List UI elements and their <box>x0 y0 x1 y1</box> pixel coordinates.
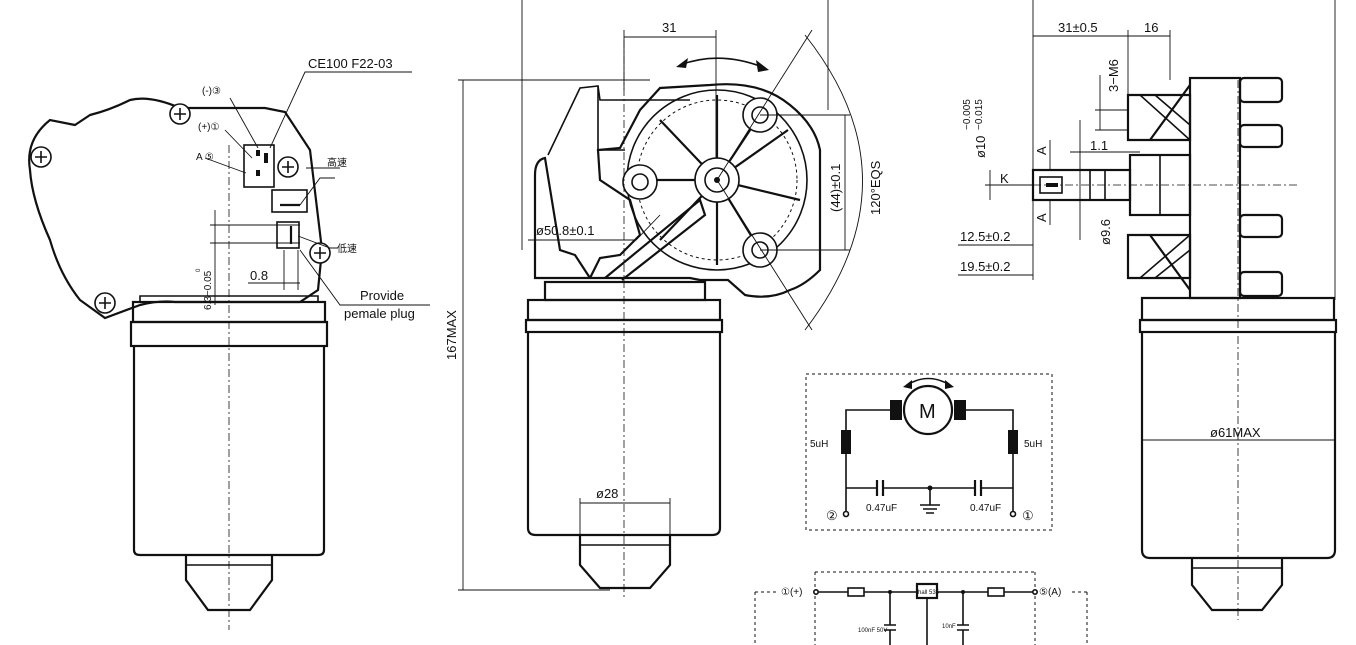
plug-label-line1: Provide <box>360 288 404 303</box>
label-a-top: A <box>1034 146 1049 155</box>
hall-cap2-label: 10nF <box>942 624 956 630</box>
inductor-right-label: 5uH <box>1024 439 1042 450</box>
dim-31-side: 31±0.5 <box>1058 20 1098 35</box>
dim-61: ø61MAX <box>1210 425 1261 440</box>
dim-19-5: 19.5±0.2 <box>960 259 1011 274</box>
cap-left-label: 0.47uF <box>866 503 897 514</box>
hall-term-a: ⑤(A) <box>1039 587 1061 598</box>
dim-44: (44)±0.1 <box>828 164 843 212</box>
dim-shaft-upper: −0.005 <box>962 99 973 130</box>
pin-tol-dim: 6.3−0.05 <box>203 270 214 310</box>
dim-12-5: 12.5±0.2 <box>960 229 1011 244</box>
pin-neg-label: (-)③ <box>202 86 221 97</box>
label-k: K <box>1000 171 1009 186</box>
mount-flange <box>1188 76 1242 300</box>
cap-right-label: 0.47uF <box>970 503 1001 514</box>
dim-bolt-circle: ø50.8±0.1 <box>536 223 594 238</box>
hall-circuit: ①(+) ⑤(A) hall 535 100nF 50V 10nF <box>754 571 1088 645</box>
motor-label: M <box>919 401 936 423</box>
pin-pos-label: (+)① <box>198 122 220 133</box>
screw-icon <box>94 292 116 314</box>
inductor-icon <box>841 430 851 454</box>
left-view: CE100 F22-03 (-)③ (+)① A ⑤ 高速 低速 Provide… <box>28 56 430 630</box>
connector-block <box>243 144 275 188</box>
dim-shaft: ø10 <box>973 136 988 158</box>
dim-120: 120°EQS <box>868 160 883 215</box>
dim-31-mid: 31 <box>662 20 676 35</box>
pin-tol-upper: 0 <box>196 268 202 272</box>
inductor-icon <box>1008 430 1018 454</box>
middle-view: 31 ø50.8±0.1 (44)±0.1 120°EQS 167MAX ø28 <box>444 0 883 600</box>
screw-icon <box>30 146 52 168</box>
motor-circuit: M 5uH 5uH 0.47uF 0.47uF ② ① <box>805 373 1053 531</box>
dim-28: ø28 <box>596 486 618 501</box>
screw-icon <box>169 103 191 125</box>
hall-cap1-label: 100nF 50V <box>858 628 887 634</box>
term-right-label: ① <box>1022 508 1034 523</box>
pin-a-label: A ⑤ <box>196 152 214 163</box>
pin-width-dim: 0.8 <box>250 268 268 283</box>
dim-9-6: ø9.6 <box>1098 219 1113 245</box>
dim-shaft-lower: −0.015 <box>974 99 985 130</box>
high-speed-mark: 高速 <box>327 156 347 169</box>
low-speed-mark: 低速 <box>337 242 357 255</box>
dim-16: 16 <box>1144 20 1158 35</box>
hall-term-pos: ①(+) <box>781 587 802 598</box>
inductor-left-label: 5uH <box>810 439 828 450</box>
connector-part-label: CE100 F22-03 <box>308 56 393 71</box>
dim-height: 167MAX <box>444 310 459 360</box>
mount-hole-icon <box>622 164 658 200</box>
hall-ic-label: hall 535 <box>918 590 940 596</box>
screw-icon <box>277 156 299 178</box>
motor-icon <box>902 384 954 436</box>
screw-icon <box>309 242 331 264</box>
dim-1-1: 1.1 <box>1090 138 1108 153</box>
dim-m6: 3−M6 <box>1106 59 1121 92</box>
label-a-bottom: A <box>1034 213 1049 222</box>
right-view: 31±0.5 16 3−M6 ø10 −0.005 −0.015 1.1 K A… <box>958 0 1338 620</box>
term-left-label: ② <box>826 508 838 523</box>
plug-label-line2: pemale plug <box>344 306 415 321</box>
